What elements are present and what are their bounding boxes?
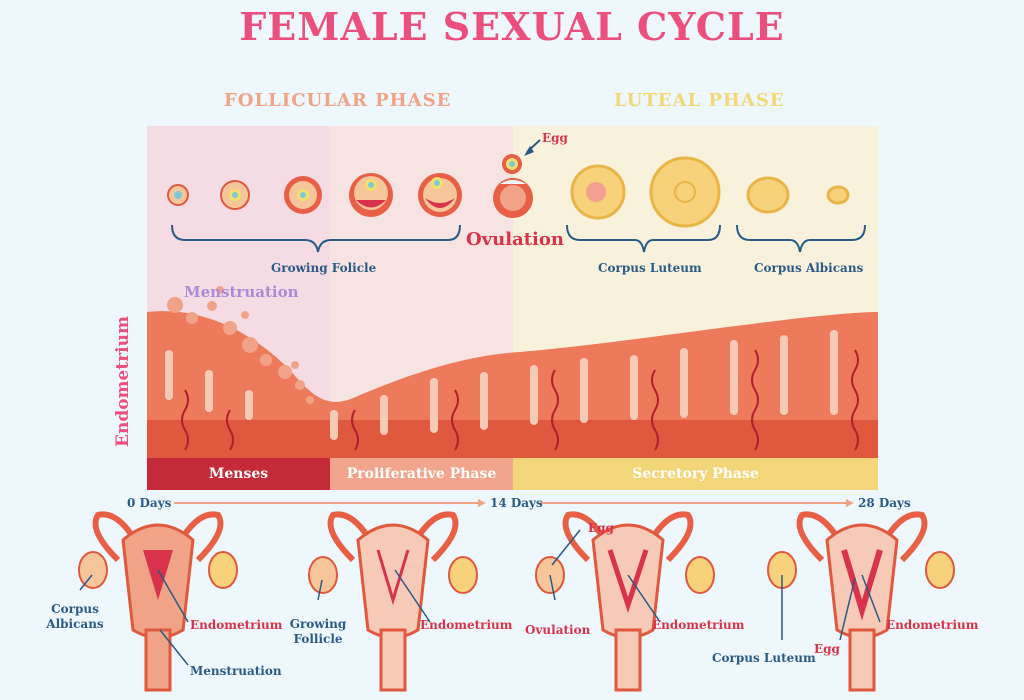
endometrium-axis-label: Endometrium xyxy=(113,316,133,447)
menstruation-tissue xyxy=(167,286,314,404)
menses-bar: Menses xyxy=(147,458,330,490)
follicle-5 xyxy=(418,173,462,217)
corpus-albicans-2 xyxy=(826,185,850,205)
follicle-4 xyxy=(349,173,393,217)
endometrium-base xyxy=(147,420,878,458)
ovulation-label: Ovulation xyxy=(466,229,564,250)
corpus-luteum-label: Corpus Luteum xyxy=(598,261,702,275)
egg-anatomy-label-4: Egg xyxy=(814,642,840,656)
uterus-3 xyxy=(535,511,715,692)
egg-released xyxy=(502,154,522,174)
menstruation-anatomy-label: Menstruation xyxy=(190,664,282,678)
growing-folicle-label: Growing Folicle xyxy=(271,261,377,275)
corpus-albicans-label: Corpus Albicans xyxy=(754,261,864,275)
menstruation-label: Menstruation xyxy=(184,283,299,301)
corpus-albicans-anatomy-label: Corpus Albicans xyxy=(46,602,104,631)
egg-anatomy-label-3: Egg xyxy=(588,521,614,535)
corpus-albicans-1 xyxy=(746,176,790,214)
endometrium-anatomy-label-4: Endometrium xyxy=(886,618,979,632)
ovulation-anatomy-label: Ovulation xyxy=(525,623,591,637)
follicle-2 xyxy=(220,180,250,210)
luteal-phase-title: LUTEAL PHASE xyxy=(614,90,785,111)
ovulating-follicle xyxy=(493,178,533,218)
secretory-bar: Secretory Phase xyxy=(513,458,878,490)
uterus-1 xyxy=(78,511,238,692)
page-title: FEMALE SEXUAL CYCLE xyxy=(239,4,785,49)
uterus-2 xyxy=(308,511,478,692)
uterus-4 xyxy=(767,511,955,692)
endometrium-anatomy-label-2: Endometrium xyxy=(420,618,513,632)
corpus-luteum-1 xyxy=(570,164,626,220)
growing-follicle-anatomy-label: Growing Follicle xyxy=(289,617,347,646)
corpus-luteum-2 xyxy=(649,156,721,228)
endometrium-anatomy-label-3: Endometrium xyxy=(652,618,745,632)
follicle-1 xyxy=(167,184,189,206)
corpus-luteum-brace xyxy=(566,224,721,253)
egg-label: Egg xyxy=(542,131,568,145)
growing-follicle-brace xyxy=(171,224,461,253)
day-14-label: 14 Days xyxy=(490,496,543,510)
day-0-label: 0 Days xyxy=(127,496,172,510)
corpus-albicans-brace xyxy=(736,224,866,253)
spiral-arteries xyxy=(181,349,859,451)
day-28-label: 28 Days xyxy=(858,496,911,510)
egg-arrow-head xyxy=(524,146,534,156)
endometrial-glands xyxy=(165,330,838,440)
corpus-luteum-anatomy-label: Corpus Luteum xyxy=(712,651,816,665)
follicle-3 xyxy=(284,176,322,214)
endometrium-anatomy-label-1: Endometrium xyxy=(190,618,283,632)
follicular-phase-title: FOLLICULAR PHASE xyxy=(224,90,452,111)
anatomy-leader-lines xyxy=(79,529,881,666)
proliferative-bar: Proliferative Phase xyxy=(330,458,513,490)
